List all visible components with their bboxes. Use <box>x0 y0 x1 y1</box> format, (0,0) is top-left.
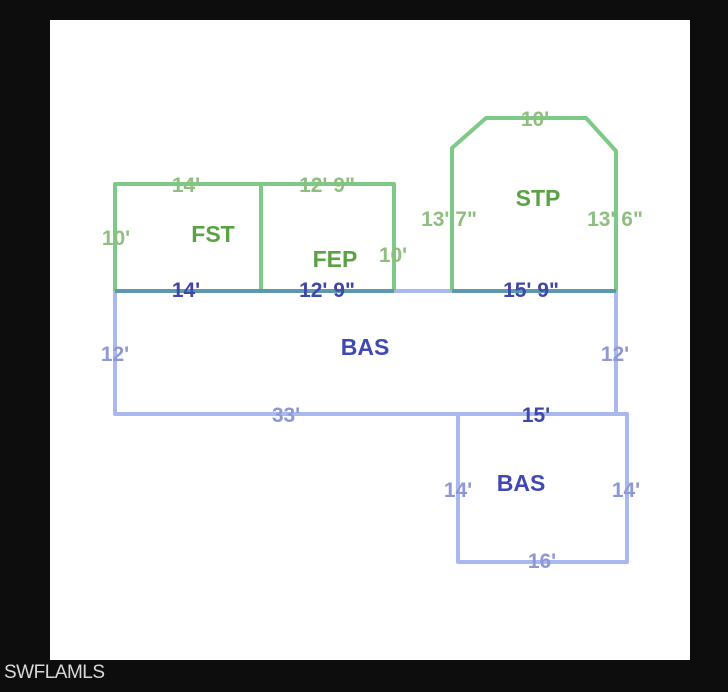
bas-main-right-dimension: 12' <box>601 343 629 366</box>
bas-main-bottom-dimension: 33' <box>272 404 300 427</box>
fst-left-dimension: 10' <box>102 227 130 250</box>
bas-main-code-label: BAS <box>341 334 390 360</box>
fep-top-dimension: 12' 9" <box>299 174 355 197</box>
sketch-sheet <box>50 20 690 660</box>
fep-bottom-dimension: 12' 9" <box>299 279 355 302</box>
mls-watermark: SWFLAMLS <box>4 662 105 683</box>
bas-annex-left-dimension: 14' <box>444 479 472 502</box>
bas-main-left-dimension: 12' <box>101 343 129 366</box>
fst-bottom-dimension: 14' <box>172 279 200 302</box>
stp-right-dimension: 13' 6" <box>587 208 643 231</box>
fst-outline <box>113 182 263 291</box>
fst-area <box>113 182 263 291</box>
bas-annex-area <box>456 412 629 564</box>
stp-left-dimension: 13' 7" <box>421 208 477 231</box>
fep-outline <box>261 182 396 291</box>
bas-main-bottom-right-dimension: 15' <box>522 404 550 427</box>
fst-code-label: FST <box>191 221 234 247</box>
fst-top-dimension: 14' <box>172 174 200 197</box>
bas-annex-outline <box>456 412 629 564</box>
bas-annex-bottom-dimension: 16' <box>528 550 556 573</box>
fep-code-label: FEP <box>313 246 358 272</box>
fep-right-dimension: 10' <box>379 244 407 267</box>
stp-code-label: STP <box>516 185 561 211</box>
bas-annex-code-label: BAS <box>497 470 546 496</box>
fep-area <box>261 182 396 291</box>
stp-bottom-dimension: 15' 9" <box>503 279 559 302</box>
stp-outline <box>450 116 618 291</box>
stp-area <box>450 116 618 291</box>
bas-annex-right-dimension: 14' <box>612 479 640 502</box>
stp-top-dimension: 10' <box>521 108 549 131</box>
